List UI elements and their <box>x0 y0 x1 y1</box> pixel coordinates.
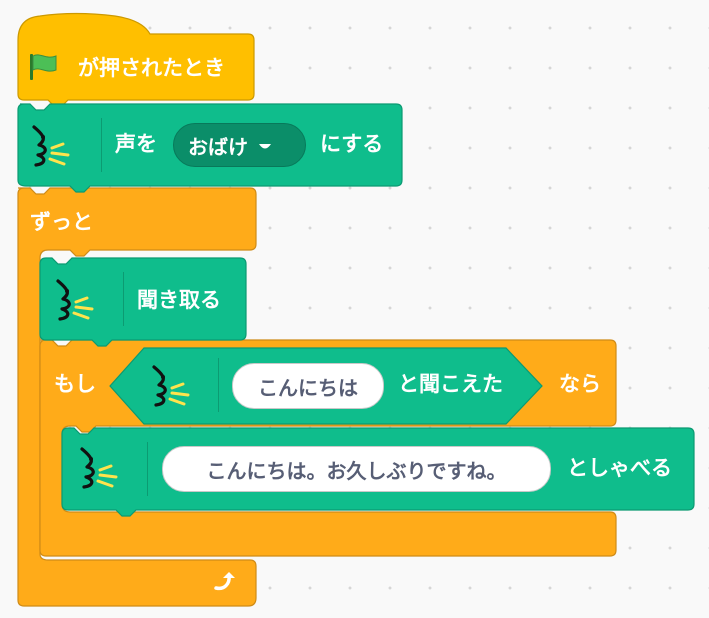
voice-dropdown-value: おばけ <box>188 134 248 159</box>
hat-block-label: が押されたとき <box>78 56 225 80</box>
if-label: もし <box>54 372 96 396</box>
chevron-down-icon <box>258 133 272 157</box>
phrase-input[interactable]: こんにちは <box>232 363 384 409</box>
then-label: なら <box>559 372 601 396</box>
listen-label: 聞き取る <box>137 288 221 312</box>
voice-prefix-label: 声を <box>115 132 157 156</box>
speak-suffix-label: としゃべる <box>567 456 672 480</box>
hat-block-shape[interactable] <box>17 12 255 107</box>
green-flag-icon <box>30 54 57 80</box>
forever-label: ずっと <box>30 210 93 234</box>
voice-suffix-label: にする <box>320 132 384 156</box>
voice-dropdown[interactable]: おばけ <box>173 123 306 167</box>
forever-block-shape[interactable] <box>17 187 257 607</box>
block-separator <box>101 118 102 172</box>
listen-block-shape[interactable] <box>39 257 247 347</box>
loop-arrow-icon <box>214 572 235 591</box>
block-separator <box>123 272 124 326</box>
block-separator <box>147 442 148 496</box>
speak-text-input[interactable]: こんにちは。お久しぶりですね。 <box>162 446 551 492</box>
condition-suffix-label: と聞こえた <box>398 372 503 396</box>
block-separator <box>218 358 219 412</box>
